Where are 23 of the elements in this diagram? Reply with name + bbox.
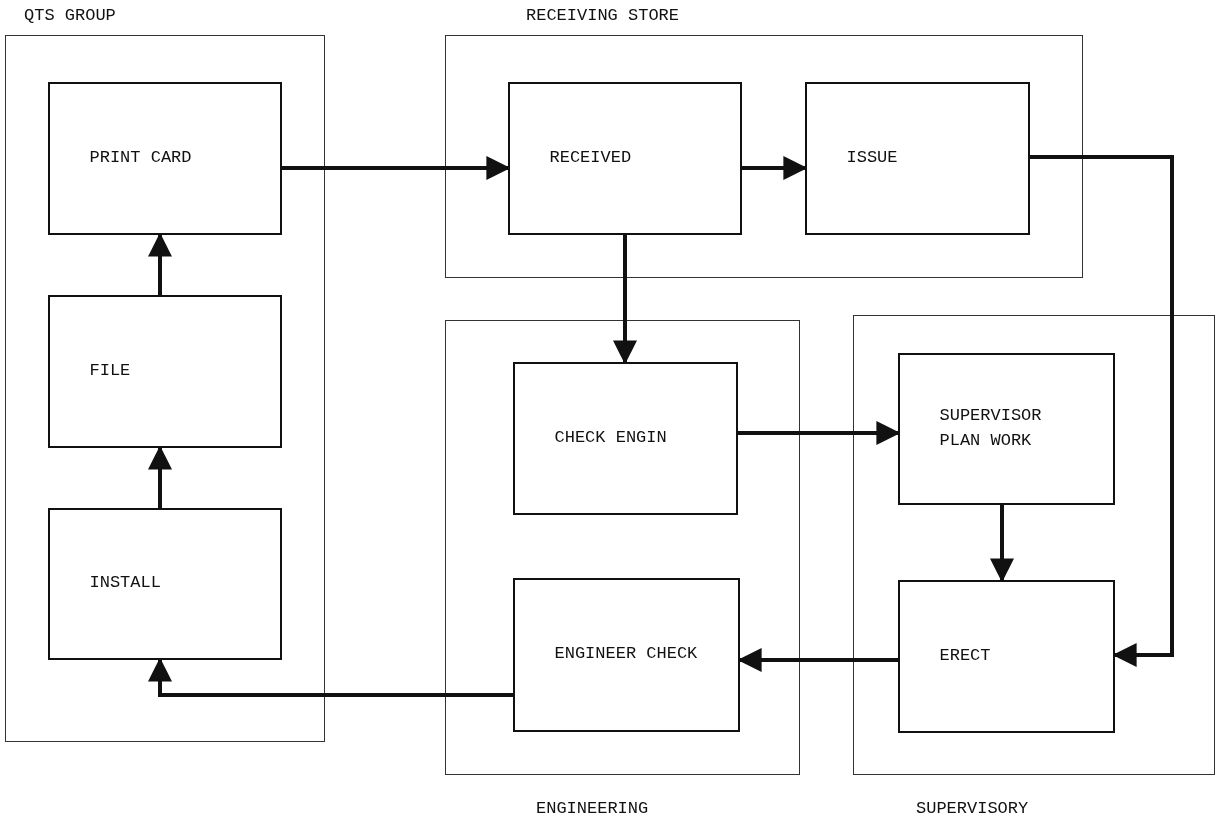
process-box: SUPERVISOR PLAN WORK — [897, 352, 1115, 505]
process-box: ERECT — [897, 579, 1115, 733]
arrow — [282, 156, 511, 180]
process-box: RECEIVED — [507, 81, 742, 235]
process-box: CHECK ENGIN — [512, 361, 738, 515]
arrow — [742, 156, 808, 180]
arrow — [737, 648, 898, 672]
arrow — [613, 235, 637, 365]
lane-title: RECEIVING STORE — [526, 6, 680, 25]
process-box: PRINT CARD — [47, 81, 282, 235]
arrow — [148, 445, 172, 508]
process-box: ENGINEER CHECK — [512, 577, 740, 732]
arrow — [148, 657, 513, 697]
process-box: FILE — [47, 294, 282, 448]
arrow — [738, 421, 901, 445]
lane-title: SUPERVISORY — [916, 799, 1029, 818]
arrow — [1030, 155, 1174, 667]
process-box: INSTALL — [47, 507, 282, 660]
lane-title: ENGINEERING — [536, 799, 649, 818]
lane-title: QTS GROUP — [24, 6, 116, 25]
arrow — [148, 232, 172, 295]
process-box: ISSUE — [804, 81, 1030, 235]
arrow — [990, 505, 1014, 583]
